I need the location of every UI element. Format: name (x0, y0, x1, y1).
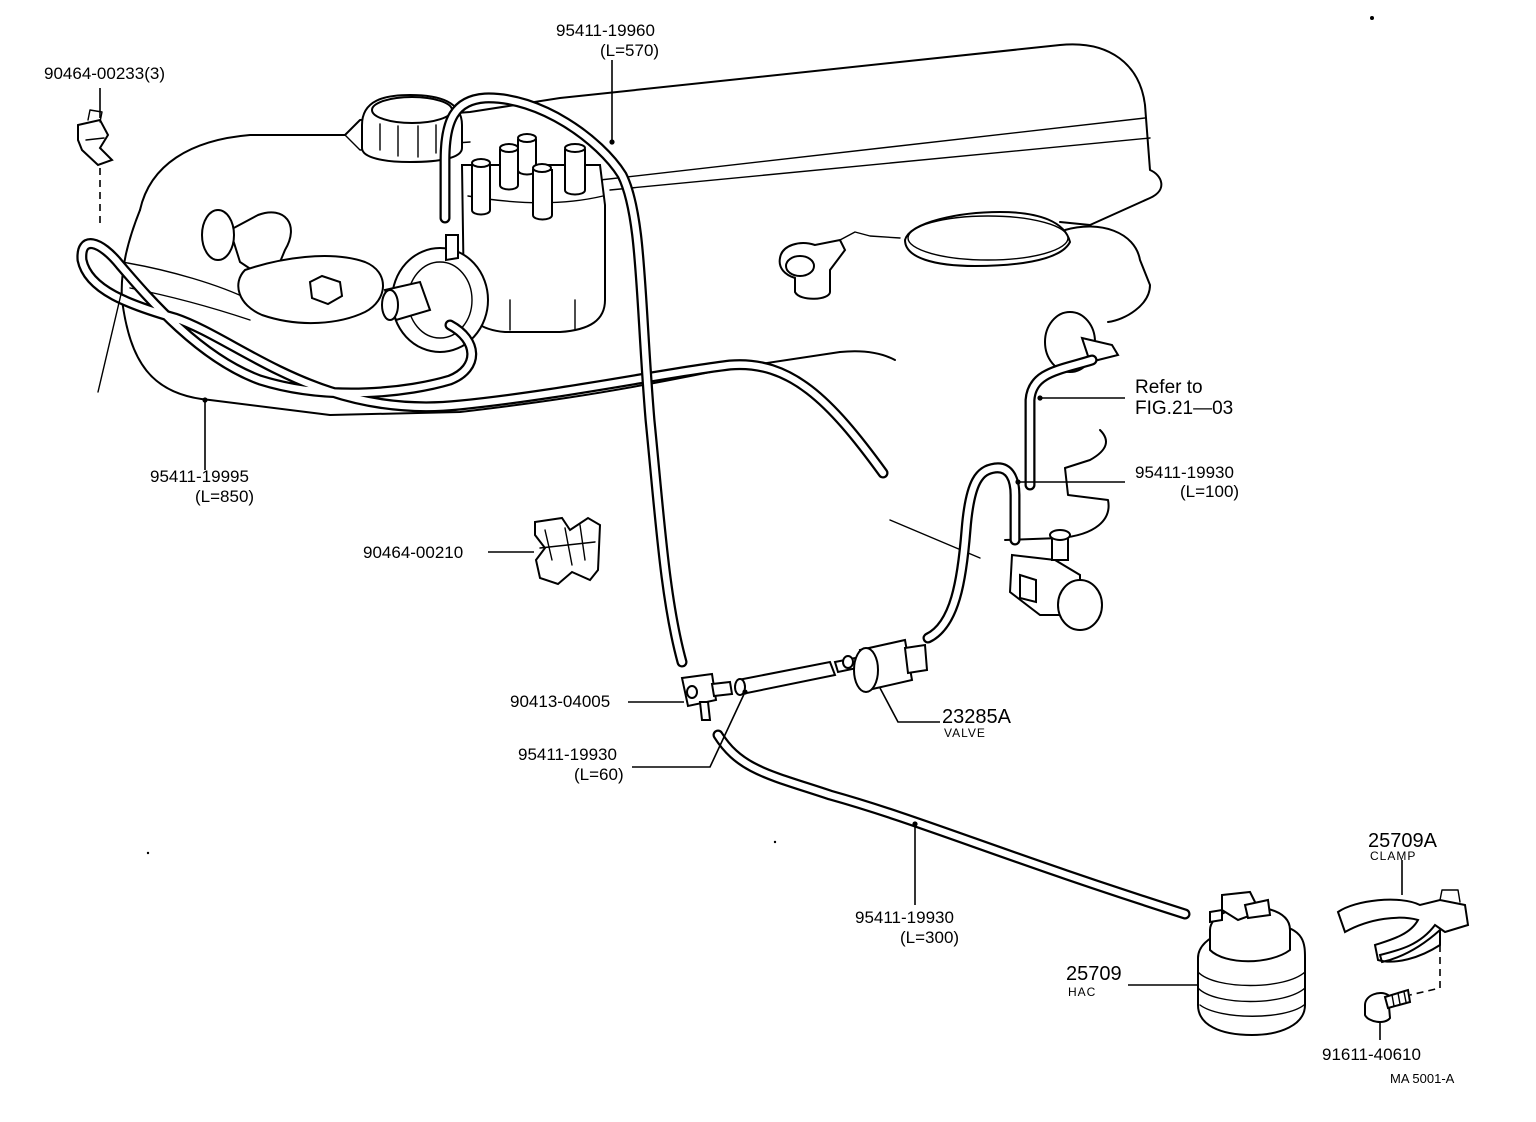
label-91611-40610: 91611-40610 (1322, 1045, 1421, 1064)
label-95411-19960: 95411-19960 (556, 21, 655, 40)
figure-code: MA 5001-A (1390, 1071, 1455, 1086)
label-95411-19930-l300-length: (L=300) (900, 928, 959, 947)
label-25709a: 25709A (1368, 830, 1438, 852)
label-clamp-name: CLAMP (1370, 849, 1416, 863)
labels: 90464-00233(3) 95411-19960 (L=570) 95411… (44, 21, 1455, 1086)
label-hac-name: HAC (1068, 985, 1096, 999)
label-95411-19930-l100-length: (L=100) (1180, 482, 1239, 501)
hose-95411-19960 (439, 92, 688, 668)
label-95411-19960-length: (L=570) (600, 41, 659, 60)
hac-25709 (1197, 890, 1306, 1037)
three-way-joint (680, 672, 734, 721)
label-23285a: 23285A (942, 706, 1012, 728)
label-95411-19930-l60: 95411-19930 (518, 745, 617, 764)
vacuum-advance-unit (381, 234, 489, 353)
bolt-91611-40610 (1364, 988, 1412, 1023)
distributor (460, 133, 606, 333)
label-95411-19995-length: (L=850) (195, 487, 254, 506)
label-90464-00210: 90464-00210 (363, 543, 463, 562)
vsv-component (1008, 311, 1120, 631)
hose-95411-19930-l300 (712, 729, 1191, 920)
label-90464-00233: 90464-00233(3) (44, 64, 165, 83)
leader-lines (99, 60, 1441, 1040)
water-outlet (201, 209, 384, 325)
intake-housing (778, 210, 1151, 559)
label-25709: 25709 (1066, 963, 1122, 985)
label-valve-name: VALVE (944, 726, 986, 740)
label-95411-19930-l60-length: (L=60) (574, 765, 624, 784)
hose-95411-19995 (76, 238, 889, 479)
tube-to-valve (734, 656, 859, 696)
label-refer-line2: FIG.21—03 (1135, 398, 1233, 419)
clamp-25709a (1336, 889, 1470, 964)
label-95411-19995: 95411-19995 (150, 467, 249, 486)
label-refer-line1: Refer to (1135, 377, 1203, 398)
valve-23285a (842, 638, 929, 693)
label-95411-19930-l300: 95411-19930 (855, 908, 954, 927)
hose-95411-19930-l100 (922, 354, 1098, 644)
oil-filler-cap (361, 93, 463, 164)
clip-90464-00210 (534, 516, 602, 586)
clip-90464-00233 (77, 109, 114, 167)
label-95411-19930-l100: 95411-19930 (1135, 463, 1234, 482)
label-90413-04005: 90413-04005 (510, 692, 610, 711)
